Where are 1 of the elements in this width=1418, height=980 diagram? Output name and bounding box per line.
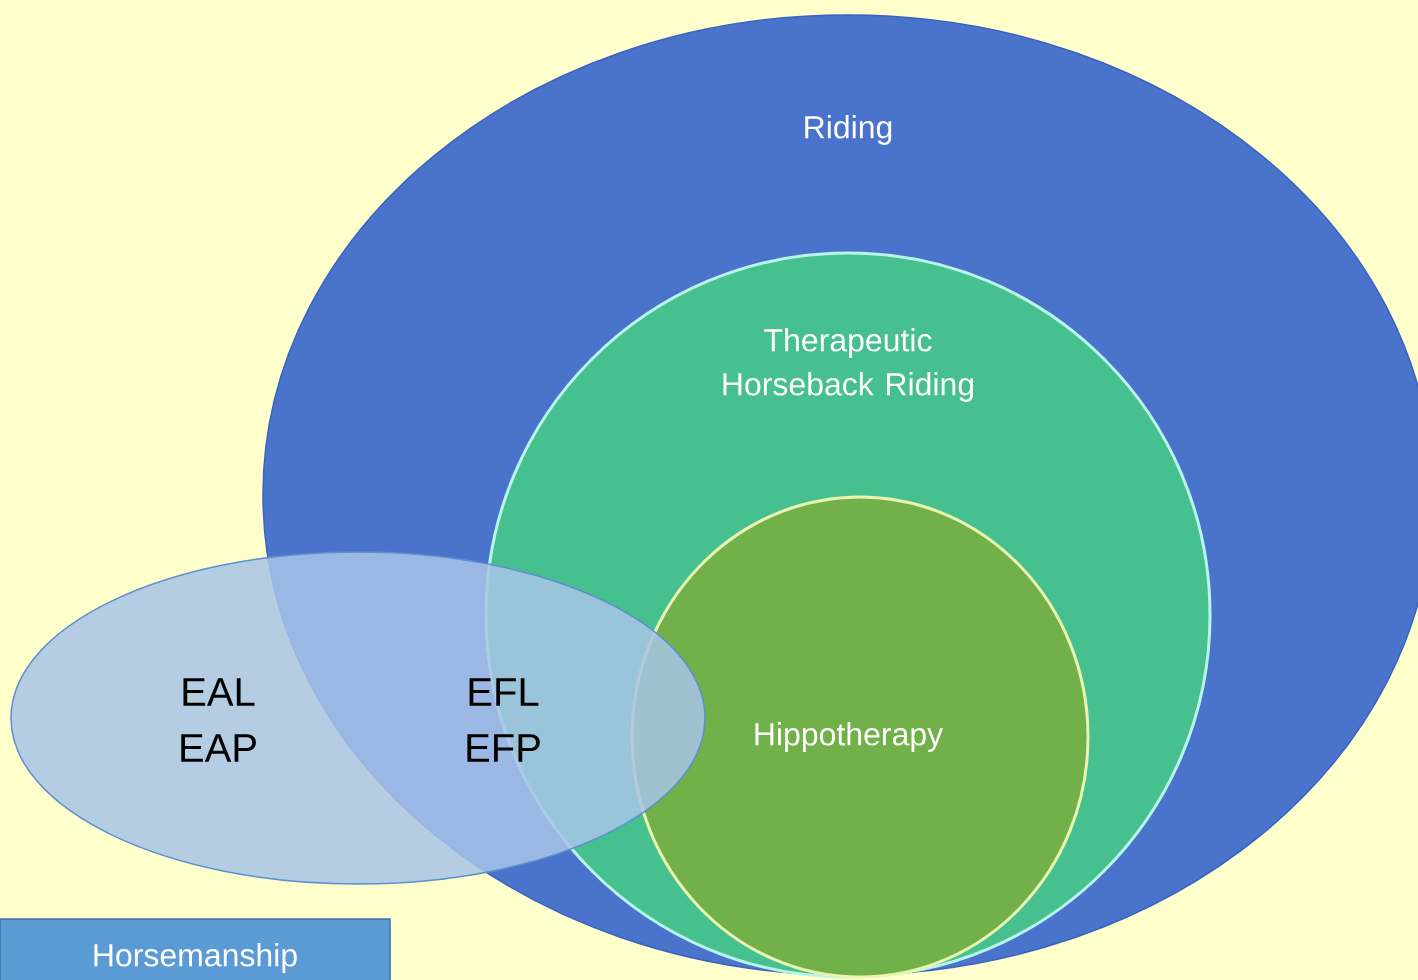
label-box: Horsemanship <box>0 918 391 980</box>
